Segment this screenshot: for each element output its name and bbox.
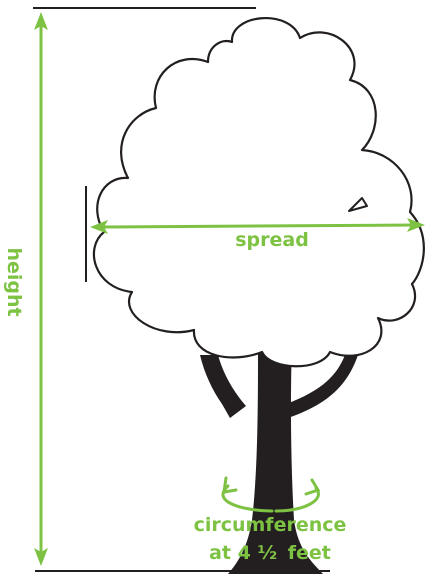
circumference-height-fraction: ½ [257,542,277,564]
circumference-label: circumference [194,514,347,536]
height-label: height [3,247,25,316]
tree-trunk [200,345,358,574]
circumference-height-label: at 4 ½ feet [209,542,331,564]
spread-label: spread [235,229,309,251]
circumference-height-suffix: feet [288,542,331,564]
height-arrow [34,12,48,566]
circumference-height-prefix: at 4 [209,542,251,564]
tree-crown [94,18,424,366]
